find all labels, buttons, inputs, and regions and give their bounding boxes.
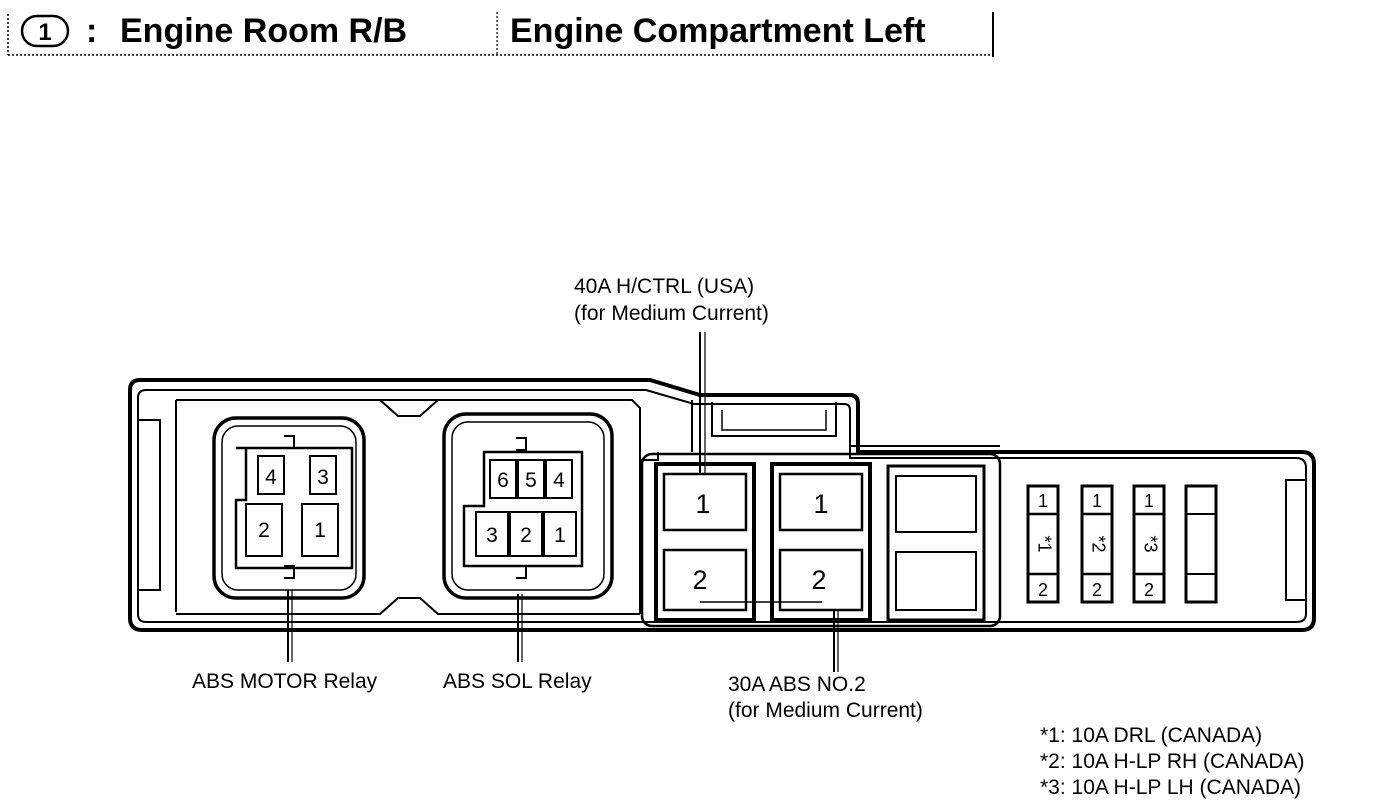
abs-motor-pin-2: 2 [258, 519, 270, 542]
abs-motor-relay [212, 416, 366, 600]
abs-sol-pin-2: 2 [520, 524, 532, 547]
leader-lines [287, 332, 839, 672]
block-name-title: Engine Room R/B [120, 12, 407, 50]
small-fuse-2-pin-top: 1 [1092, 491, 1102, 511]
h-ctrl-fuse-label-note: (for Medium Current) [574, 302, 769, 325]
abs-sol-pin-5: 5 [525, 469, 537, 492]
small-fuse-2-note-ref: *2 [1088, 535, 1108, 552]
abs-no2-fuse-label-note: (for Medium Current) [728, 699, 923, 722]
small-fuse-1-note-ref: *1 [1034, 535, 1054, 552]
abs-motor-pin-3: 3 [317, 466, 329, 489]
abs-motor-pin-1: 1 [314, 519, 326, 542]
abs-motor-relay-label: ABS MOTOR Relay [192, 670, 378, 693]
block-location-title: Engine Compartment Left [510, 12, 926, 50]
header: 1 : Engine Room R/B Engine Compartment L… [7, 12, 994, 57]
small-fuse-2-pin-bottom: 2 [1092, 580, 1102, 600]
location-number-badge: 1 [20, 14, 70, 48]
relay-block-housing [128, 378, 1316, 632]
abs-no2-pin-1: 1 [813, 489, 828, 519]
abs-sol-pin-1: 1 [554, 524, 566, 547]
abs-no2-fuse-label: 30A ABS NO.2 [728, 673, 866, 696]
abs-sol-relay [442, 412, 614, 600]
medium-fuse-section [640, 452, 1002, 628]
small-fuse-1-pin-top: 1 [1038, 491, 1048, 511]
abs-sol-pin-6: 6 [497, 469, 509, 492]
abs-no2-pin-2: 2 [811, 565, 826, 595]
small-fuse-section [1026, 484, 1218, 604]
small-fuse-3-pin-top: 1 [1144, 491, 1154, 511]
footnotes: *1: 10A DRL (CANADA) *2: 10A H-LP RH (CA… [1040, 724, 1305, 799]
h-ctrl-pin-1: 1 [695, 489, 710, 519]
abs-sol-pin-3: 3 [486, 524, 498, 547]
footnote-3: *3: 10A H-LP LH (CANADA) [1040, 776, 1301, 799]
location-number: 1 [38, 19, 51, 46]
header-colon: : [86, 12, 97, 50]
abs-sol-relay-label: ABS SOL Relay [443, 670, 592, 693]
small-fuse-3-pin-bottom: 2 [1144, 580, 1154, 600]
abs-sol-pin-4: 4 [553, 469, 565, 492]
h-ctrl-fuse-label: 40A H/CTRL (USA) [574, 275, 754, 298]
footnote-2: *2: 10A H-LP RH (CANADA) [1040, 750, 1305, 773]
footnote-1: *1: 10A DRL (CANADA) [1040, 724, 1262, 747]
h-ctrl-pin-2: 2 [692, 565, 707, 595]
small-fuse-3-note-ref: *3 [1140, 535, 1160, 552]
abs-motor-pin-4: 4 [265, 466, 277, 489]
small-fuse-1-pin-bottom: 2 [1038, 580, 1048, 600]
